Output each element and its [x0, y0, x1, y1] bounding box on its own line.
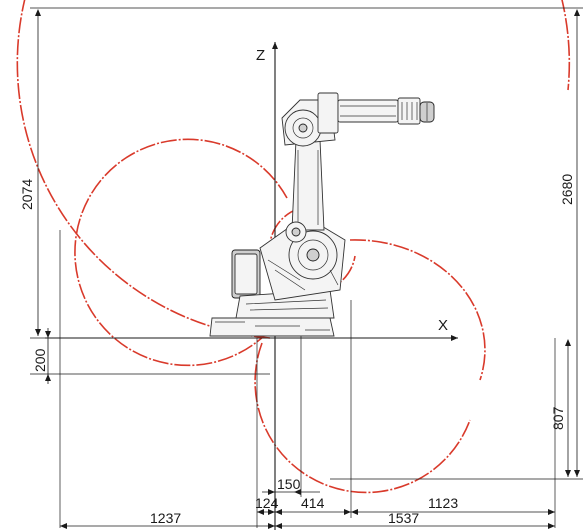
dimension-row-2: 1237 1537 — [60, 510, 555, 529]
dimension-height-left: 2074 — [19, 9, 41, 336]
dimension-label-807: 807 — [550, 406, 566, 430]
dimension-label-1123: 1123 — [428, 495, 458, 511]
dimension-label-2074: 2074 — [19, 179, 35, 210]
dimension-label-1237: 1237 — [150, 510, 181, 526]
dimension-label-2680: 2680 — [559, 174, 575, 205]
dimension-small-offset: 150 — [262, 476, 320, 495]
dimension-label-200: 200 — [32, 348, 48, 372]
right-lobe-arc — [349, 239, 486, 381]
x-axis-label: X — [438, 317, 448, 334]
dimension-height-right: 2680 — [559, 9, 580, 477]
dimension-base-offset: 200 — [32, 328, 51, 384]
z-axis-label: Z — [256, 47, 265, 64]
outer-reach-arc — [16, 0, 571, 339]
left-lobe-arc — [74, 138, 288, 367]
robot-illustration — [209, 92, 435, 337]
dimension-label-124: 124 — [255, 495, 279, 511]
dimension-row-1: 124 414 1123 — [255, 495, 555, 515]
dimension-label-1537: 1537 — [388, 510, 419, 526]
dimension-reach-below: 807 — [550, 339, 571, 477]
dimension-label-150: 150 — [277, 476, 301, 492]
dimension-label-414: 414 — [301, 495, 325, 511]
lower-lobe-arc — [254, 342, 471, 494]
